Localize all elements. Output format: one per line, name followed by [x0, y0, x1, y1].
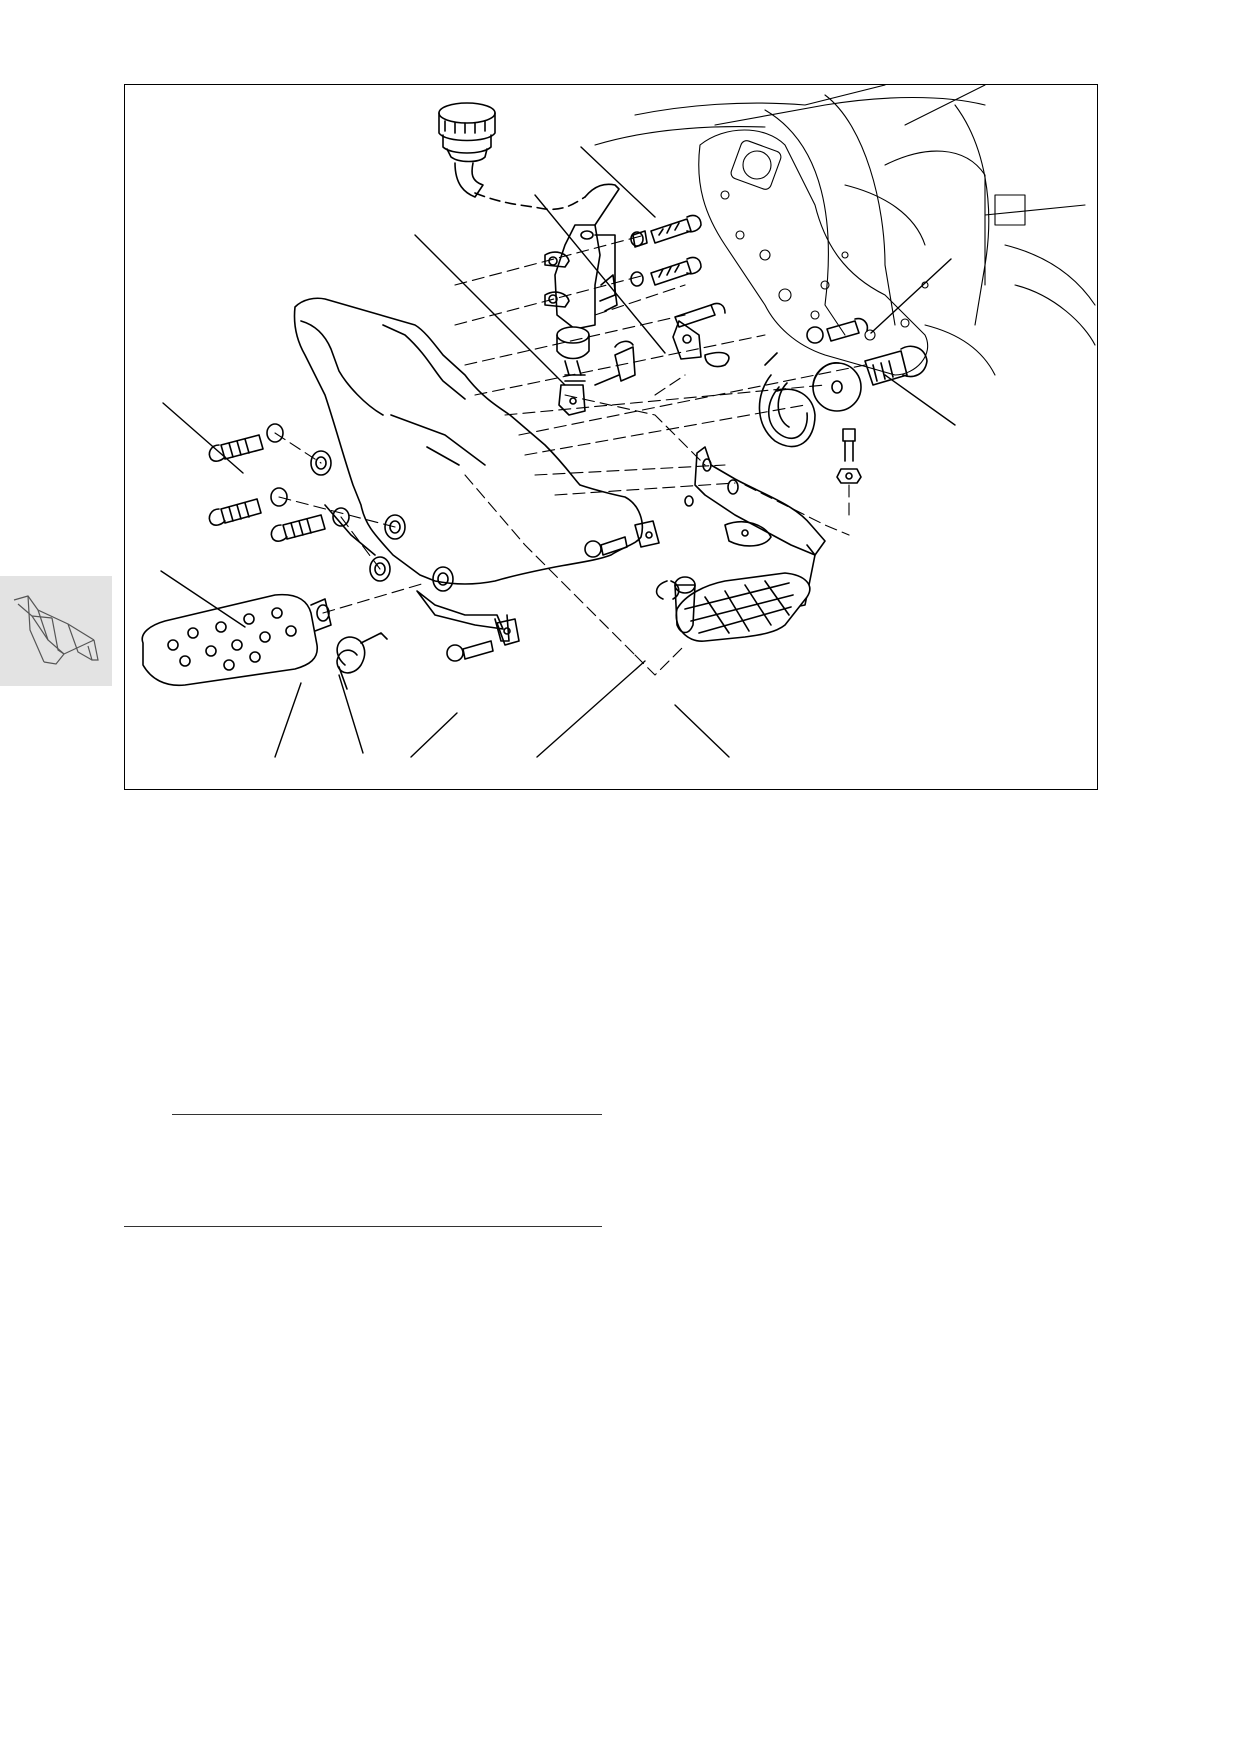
pivot-washer [812, 362, 862, 412]
screw-and-nut [446, 520, 660, 662]
footrest-spring [336, 632, 388, 690]
horizontal-rule [124, 1226, 602, 1227]
brake-fluid-reservoir [438, 102, 586, 211]
brake-pedal-lever [675, 446, 826, 642]
engine-casing [594, 85, 1096, 376]
small-bolt-right [806, 317, 869, 344]
pivot-bolt [864, 345, 928, 386]
callout-leaders [160, 146, 956, 758]
motorcycle-frame-icon [13, 595, 99, 665]
horizontal-rule [172, 1114, 602, 1115]
master-cylinder [544, 183, 620, 416]
adjuster-bolt [836, 428, 862, 484]
upper-bolts [630, 214, 730, 368]
plate-bolts [208, 423, 350, 542]
assembly-lines [274, 234, 866, 676]
footrest-peg [141, 593, 332, 687]
section-tab [0, 576, 112, 686]
heel-guard-plate [293, 297, 644, 642]
clevis-pin [655, 576, 696, 634]
pivot-spring [758, 352, 816, 448]
exploded-view-figure [124, 84, 1098, 790]
banjo-fitting [594, 340, 636, 386]
